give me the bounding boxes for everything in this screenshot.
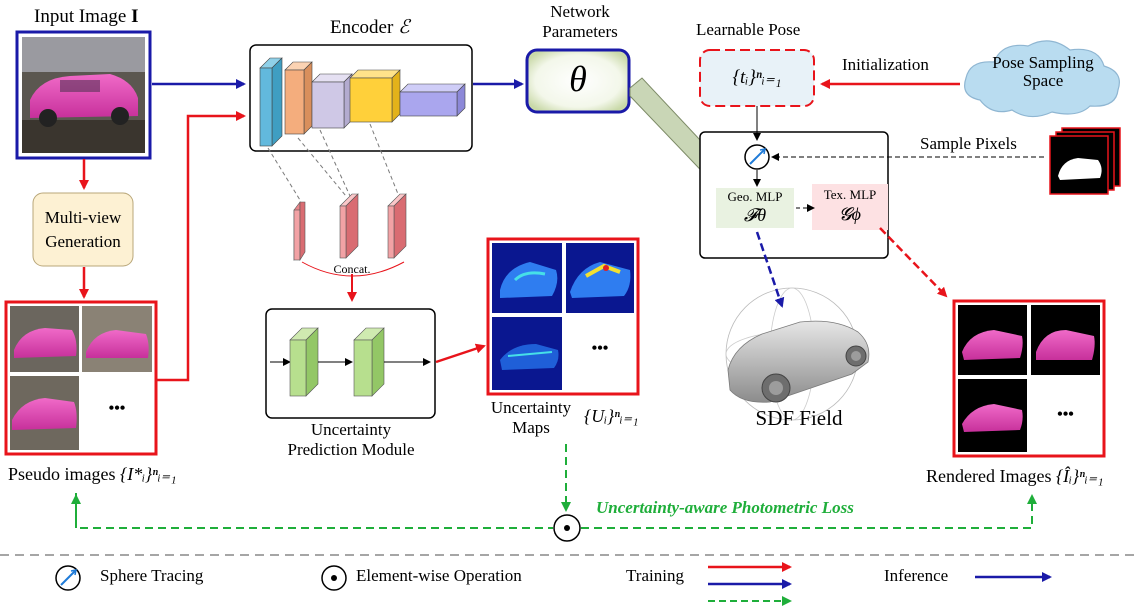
feature-taps [267, 123, 399, 201]
pose-box [699, 49, 815, 107]
sphere-tracing-icon [744, 144, 770, 170]
encoder-symbol: ℰ [398, 17, 410, 38]
pose-sampling-label: Pose Sampling Space [992, 53, 1094, 90]
learnable-pose-title: Learnable Pose [696, 20, 801, 39]
input-image-symbol: I [131, 6, 139, 27]
arrow-pseudo-to-encoder [157, 111, 246, 382]
pose-sampling-cloud [964, 40, 1120, 118]
rendered-images-caption: Rendered Images {Îᵢ}ⁿᵢ₌₁ [926, 466, 1104, 486]
initialization-label: Initialization [842, 55, 929, 74]
encoder-block [249, 44, 473, 152]
arrow-tex-to-rendered [879, 227, 948, 298]
legend-sphere-tracing-icon [55, 565, 81, 591]
sample-pixels-label: Sample Pixels [920, 134, 1017, 153]
legend-element-wise: Element-wise Operation [356, 566, 522, 585]
mask-stack [1049, 127, 1121, 195]
loss-label: Uncertainty-aware Photometric Loss [596, 498, 854, 517]
theta-symbol: θ [569, 59, 587, 99]
network-parameters-title: Network Parameters [542, 2, 618, 41]
loss-path-left [75, 493, 553, 529]
encoder-title: Encoder ℰ [330, 17, 410, 38]
pseudo-images-grid [4, 300, 158, 456]
maps-ellipsis: ••• [591, 340, 609, 357]
geo-mlp-symbol: 𝓕θ [743, 205, 767, 225]
feature-slabs [293, 193, 407, 262]
uncertainty-module [265, 308, 436, 419]
pose-set: {tᵢ}ⁿᵢ₌₁ [732, 67, 782, 88]
arrow-module-to-maps [435, 343, 486, 364]
rendered-images-grid [952, 299, 1106, 458]
uncertainty-set: {Uᵢ}ⁿᵢ₌₁ [584, 406, 639, 426]
loss-path-right [581, 494, 1037, 529]
pseudo-images-caption: Pseudo images {I*ᵢ}ⁿᵢ₌₁ [8, 464, 177, 484]
uncertainty-module-title: Uncertainty Prediction Module [287, 420, 415, 459]
legend-element-wise-icon [321, 565, 347, 591]
sdf-field-render [725, 287, 870, 421]
element-wise-op-icon [553, 514, 581, 542]
sdf-field-label: SDF Field [755, 406, 843, 430]
legend-sphere-tracing: Sphere Tracing [100, 566, 204, 585]
tex-mlp-symbol: 𝓖ϕ [839, 204, 861, 224]
rendered-ellipsis: ••• [1057, 406, 1074, 423]
input-image [15, 30, 152, 160]
theta-box [525, 48, 631, 114]
input-image-title: Input Image I [34, 6, 139, 27]
tex-mlp-label: Tex. MLP [823, 187, 877, 202]
multiview-label: Multi-view Generation [44, 208, 122, 251]
legend-inference: Inference [884, 566, 949, 585]
pseudo-set: {I*ᵢ}ⁿᵢ₌₁ [120, 464, 177, 484]
rendered-set: {Îᵢ}ⁿᵢ₌₁ [1055, 466, 1104, 486]
pseudo-ellipsis: ••• [108, 400, 126, 417]
concat-label: Concat. [333, 262, 371, 276]
arrow-geo-to-sdf [755, 231, 785, 308]
uncertainty-maps-title: Uncertainty Maps [490, 398, 572, 437]
multiview-box [32, 192, 134, 267]
geo-mlp-label: Geo. MLP [727, 189, 783, 204]
legend-training: Training [626, 566, 684, 585]
uncertainty-maps-grid [486, 237, 640, 396]
